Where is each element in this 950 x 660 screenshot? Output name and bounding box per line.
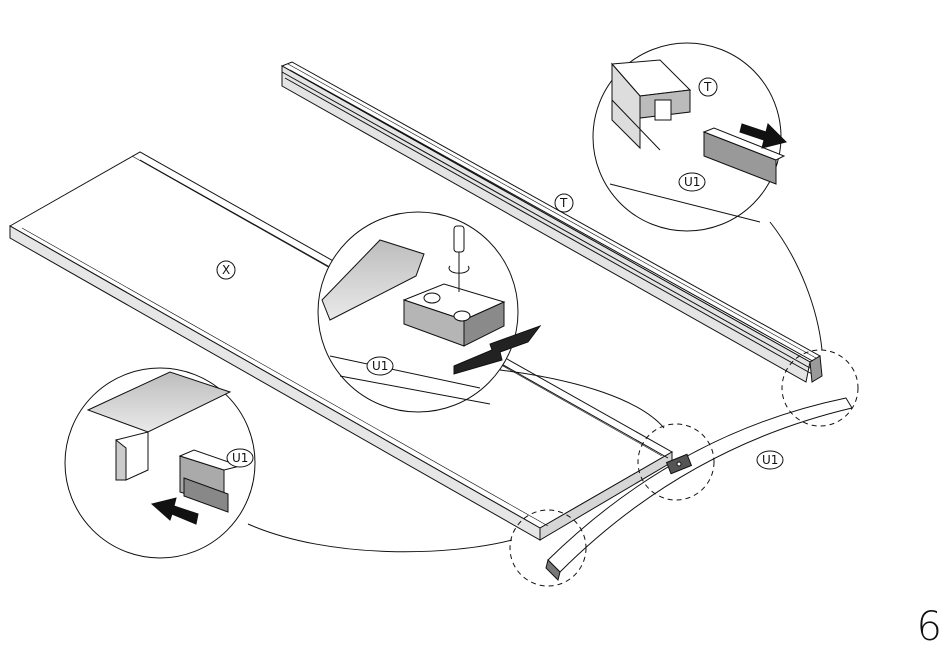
label-u1-left: U1 — [240, 458, 256, 470]
label-u1-strip: U1 — [770, 460, 786, 472]
label-u1-top: U1 — [692, 182, 708, 194]
label-u1-left-text: U1 — [232, 451, 248, 465]
detail-top-right — [593, 43, 786, 231]
label-u1-strip-text: U1 — [762, 453, 778, 467]
label-t-main: T — [564, 203, 571, 215]
label-u1-middle-text: U1 — [372, 359, 388, 373]
label-t-main-text: T — [560, 196, 567, 210]
label-u1-middle: U1 — [380, 366, 396, 378]
label-x-text: X — [222, 263, 230, 277]
label-t-detail: T — [708, 87, 715, 99]
label-u1-top-text: U1 — [684, 175, 700, 189]
page-number: 6 — [917, 604, 942, 650]
label-t-detail-text: T — [704, 80, 711, 94]
label-x: X — [226, 270, 234, 282]
